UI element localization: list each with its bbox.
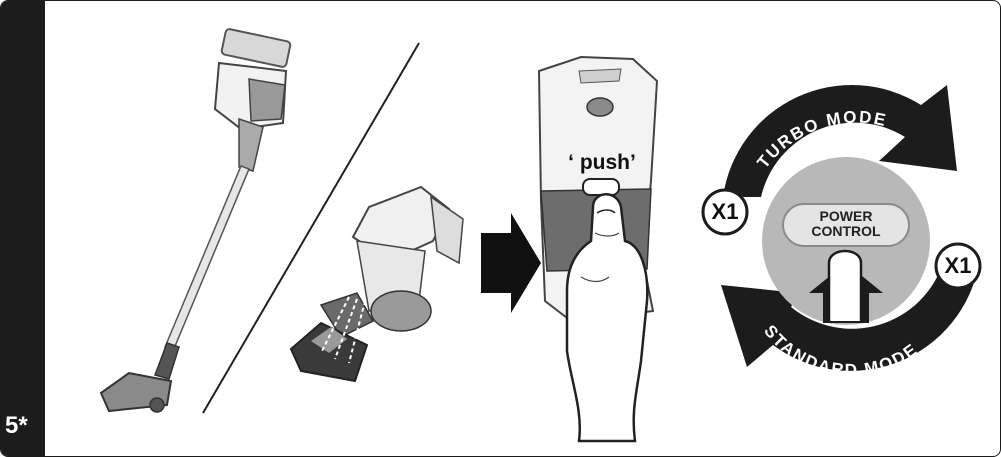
mode-cycle-diagram: TURBO MODE STANDARD MODE bbox=[701, 85, 982, 380]
step-number: 5* bbox=[5, 412, 28, 439]
standard-arrow-icon bbox=[721, 263, 979, 371]
finger-icon bbox=[827, 249, 863, 321]
standard-press-count: X1 bbox=[944, 253, 972, 278]
power-control-line1: POWER bbox=[819, 208, 873, 224]
stick-vacuum-illustration bbox=[99, 28, 292, 413]
turbo-arrow-icon bbox=[723, 85, 957, 197]
turbo-press-count: X1 bbox=[711, 199, 739, 224]
push-label: ‘ push’ bbox=[568, 151, 636, 174]
power-control-label: POWER CONTROL bbox=[791, 209, 901, 239]
divider-line bbox=[202, 42, 420, 414]
handheld-vacuum-illustration bbox=[289, 185, 464, 383]
power-control-line2: CONTROL bbox=[811, 223, 881, 239]
step-tab: 5* bbox=[1, 1, 45, 456]
arrow-right-icon bbox=[481, 213, 541, 313]
handle-closeup-illustration bbox=[537, 55, 659, 443]
power-control-button bbox=[782, 203, 910, 247]
